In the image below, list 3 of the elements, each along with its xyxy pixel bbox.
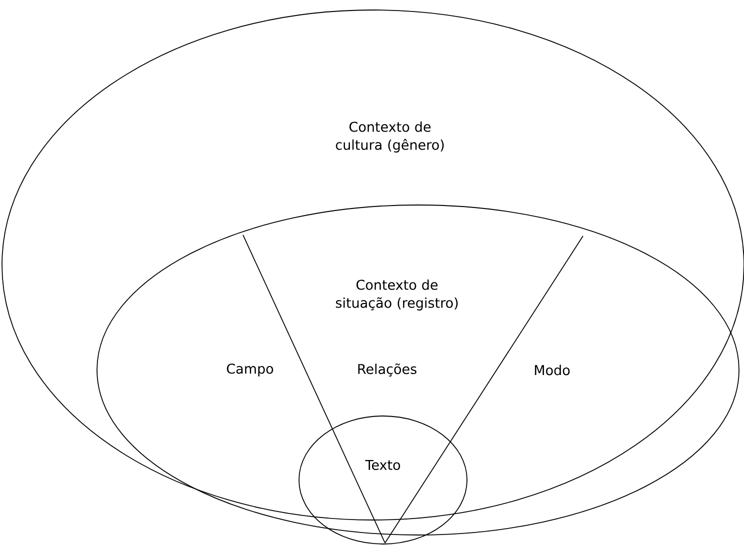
sector-label: Campo: [226, 364, 274, 376]
sector-label: Relações: [358, 363, 416, 377]
sector-label: Modo: [534, 364, 570, 376]
